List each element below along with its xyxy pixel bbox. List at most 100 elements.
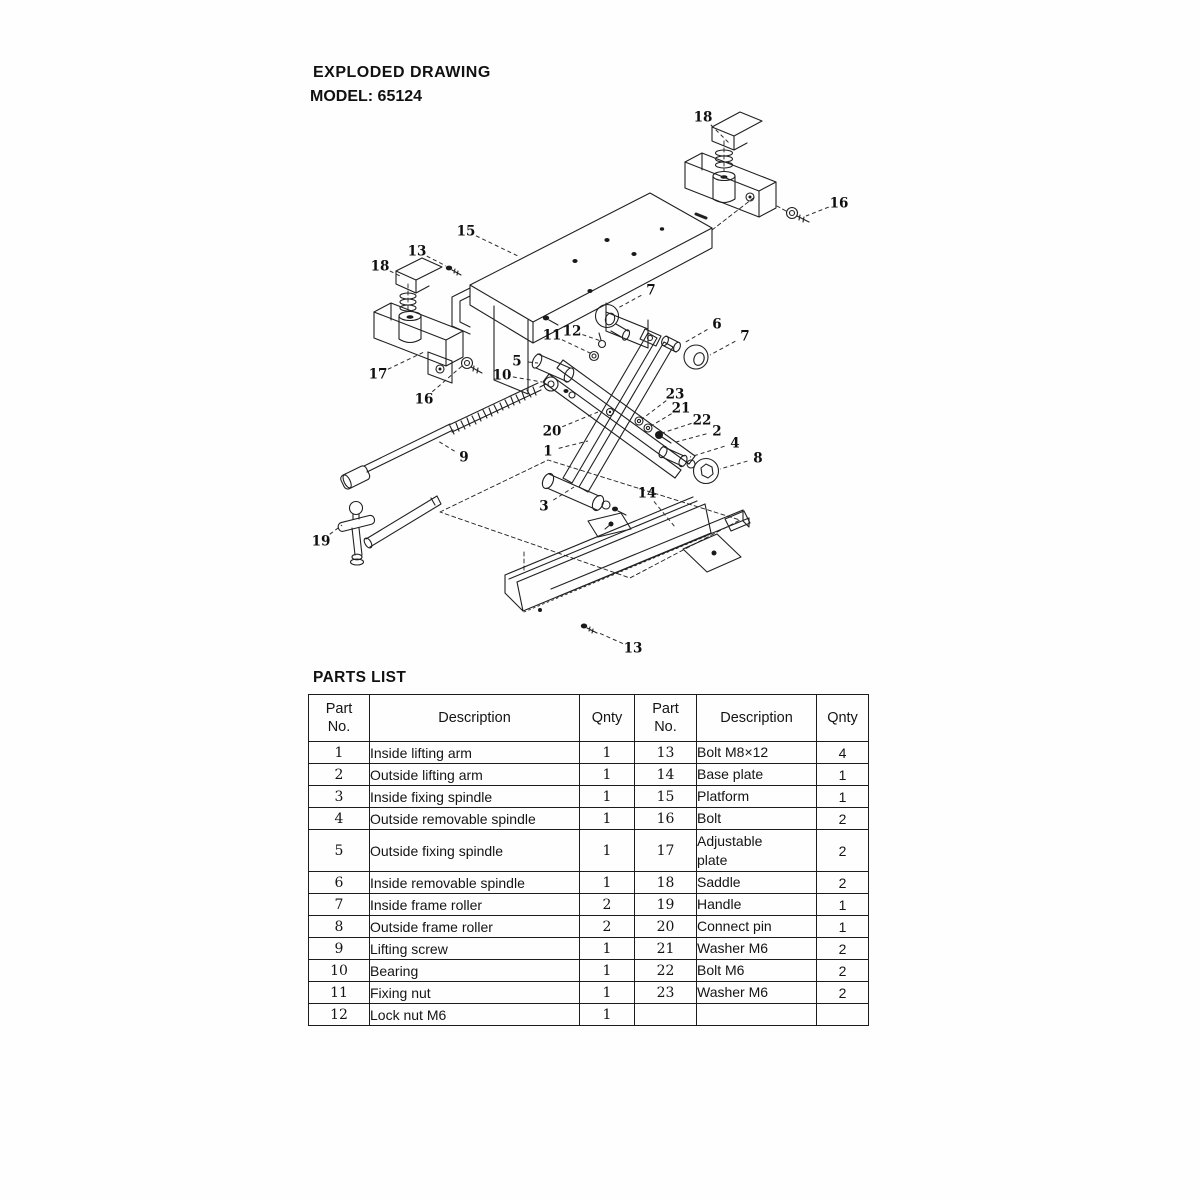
cell: Saddle [696, 871, 817, 894]
part-label: 11 [543, 328, 562, 344]
leader-line [617, 294, 642, 309]
leader-line [641, 400, 667, 420]
cell: 13 [634, 741, 697, 764]
leader-line [389, 270, 401, 277]
handle [337, 495, 442, 566]
cell: 1 [579, 871, 635, 894]
base-plate [439, 459, 751, 613]
inside-fixing-spindle [541, 472, 627, 516]
leader-line [661, 422, 692, 434]
cell: 16 [634, 807, 697, 830]
part-label: 13 [624, 641, 643, 657]
leader-line [387, 351, 425, 370]
cell: 2 [816, 981, 869, 1004]
leader-line [582, 334, 602, 342]
cell: 10 [308, 959, 370, 982]
cell: 17 [634, 829, 697, 872]
cell: Lifting screw [369, 937, 580, 960]
cell: 21 [634, 937, 697, 960]
cell: Washer M6 [696, 937, 817, 960]
cell: 1 [579, 937, 635, 960]
cell [816, 1003, 869, 1026]
lifting-arms [542, 328, 696, 493]
cell: 1 [579, 741, 635, 764]
leader-line [431, 365, 463, 393]
bolt-16-right [776, 205, 810, 223]
cell: 2 [579, 915, 635, 938]
cell: Bolt M8×12 [696, 741, 817, 764]
cell: Inside frame roller [369, 893, 580, 916]
part-label: 18 [694, 110, 713, 126]
cell: Bolt M6 [696, 959, 817, 982]
cell: 1 [579, 1003, 635, 1026]
bolt-13-bottom [580, 623, 598, 634]
cell [696, 1003, 817, 1026]
part-label: 15 [457, 224, 476, 240]
connect-pin [605, 407, 615, 417]
cell: 18 [634, 871, 697, 894]
part-label: 2 [712, 424, 721, 440]
cell: 2 [816, 829, 869, 872]
cell: 2 [816, 937, 869, 960]
leader-line [527, 361, 539, 364]
cell: 1 [816, 763, 869, 786]
cell: 22 [634, 959, 697, 982]
cell: 9 [308, 937, 370, 960]
part-label: 23 [666, 387, 685, 403]
bearing [543, 376, 576, 399]
part-label: 14 [638, 486, 657, 502]
part-label: 9 [459, 450, 468, 466]
outside-removable-spindle [658, 445, 696, 469]
inside-removable-spindle [661, 335, 681, 353]
part-label: 16 [415, 392, 434, 408]
cell: Fixing nut [369, 981, 580, 1004]
leader-line [475, 235, 521, 258]
part-label: 7 [740, 329, 749, 345]
cell: Adjustable plate [696, 829, 817, 872]
cell: 1 [816, 893, 869, 916]
bolt-16-left [460, 356, 483, 374]
cell: 4 [308, 807, 370, 830]
lock-nut [597, 332, 607, 349]
cell: Lock nut M6 [369, 1003, 580, 1026]
part-label: 16 [830, 196, 849, 212]
part-label: 6 [712, 317, 721, 333]
washer-bolt-cluster [634, 416, 672, 444]
cell: 1 [308, 741, 370, 764]
cell: Outside frame roller [369, 915, 580, 938]
part-label: 3 [539, 499, 548, 515]
lifting-screw [340, 382, 547, 490]
cell: 11 [308, 981, 370, 1004]
cell: 2 [816, 807, 869, 830]
cell: 1 [579, 981, 635, 1004]
cell: 2 [308, 763, 370, 786]
cell: 1 [579, 763, 635, 786]
leader-line [709, 340, 736, 356]
cell: 7 [308, 893, 370, 916]
part-label: 5 [512, 354, 521, 370]
col-description-left: Description [369, 694, 580, 742]
part-label: 1 [543, 444, 552, 460]
exploded-drawing: 1816151318767121151017162321222482019143… [312, 110, 849, 657]
cell: Platform [696, 785, 817, 808]
cell: 19 [634, 893, 697, 916]
cell: 14 [634, 763, 697, 786]
part-label: 13 [408, 244, 427, 260]
cell: 15 [634, 785, 697, 808]
part-label: 18 [371, 259, 390, 275]
leader-line [561, 411, 599, 428]
outside-fixing-spindle [531, 353, 575, 383]
leader-line [653, 501, 676, 528]
cell: Base plate [696, 763, 817, 786]
cell: Inside fixing spindle [369, 785, 580, 808]
cell: Handle [696, 893, 817, 916]
mounting-plate [587, 512, 632, 538]
cell: 1 [579, 959, 635, 982]
